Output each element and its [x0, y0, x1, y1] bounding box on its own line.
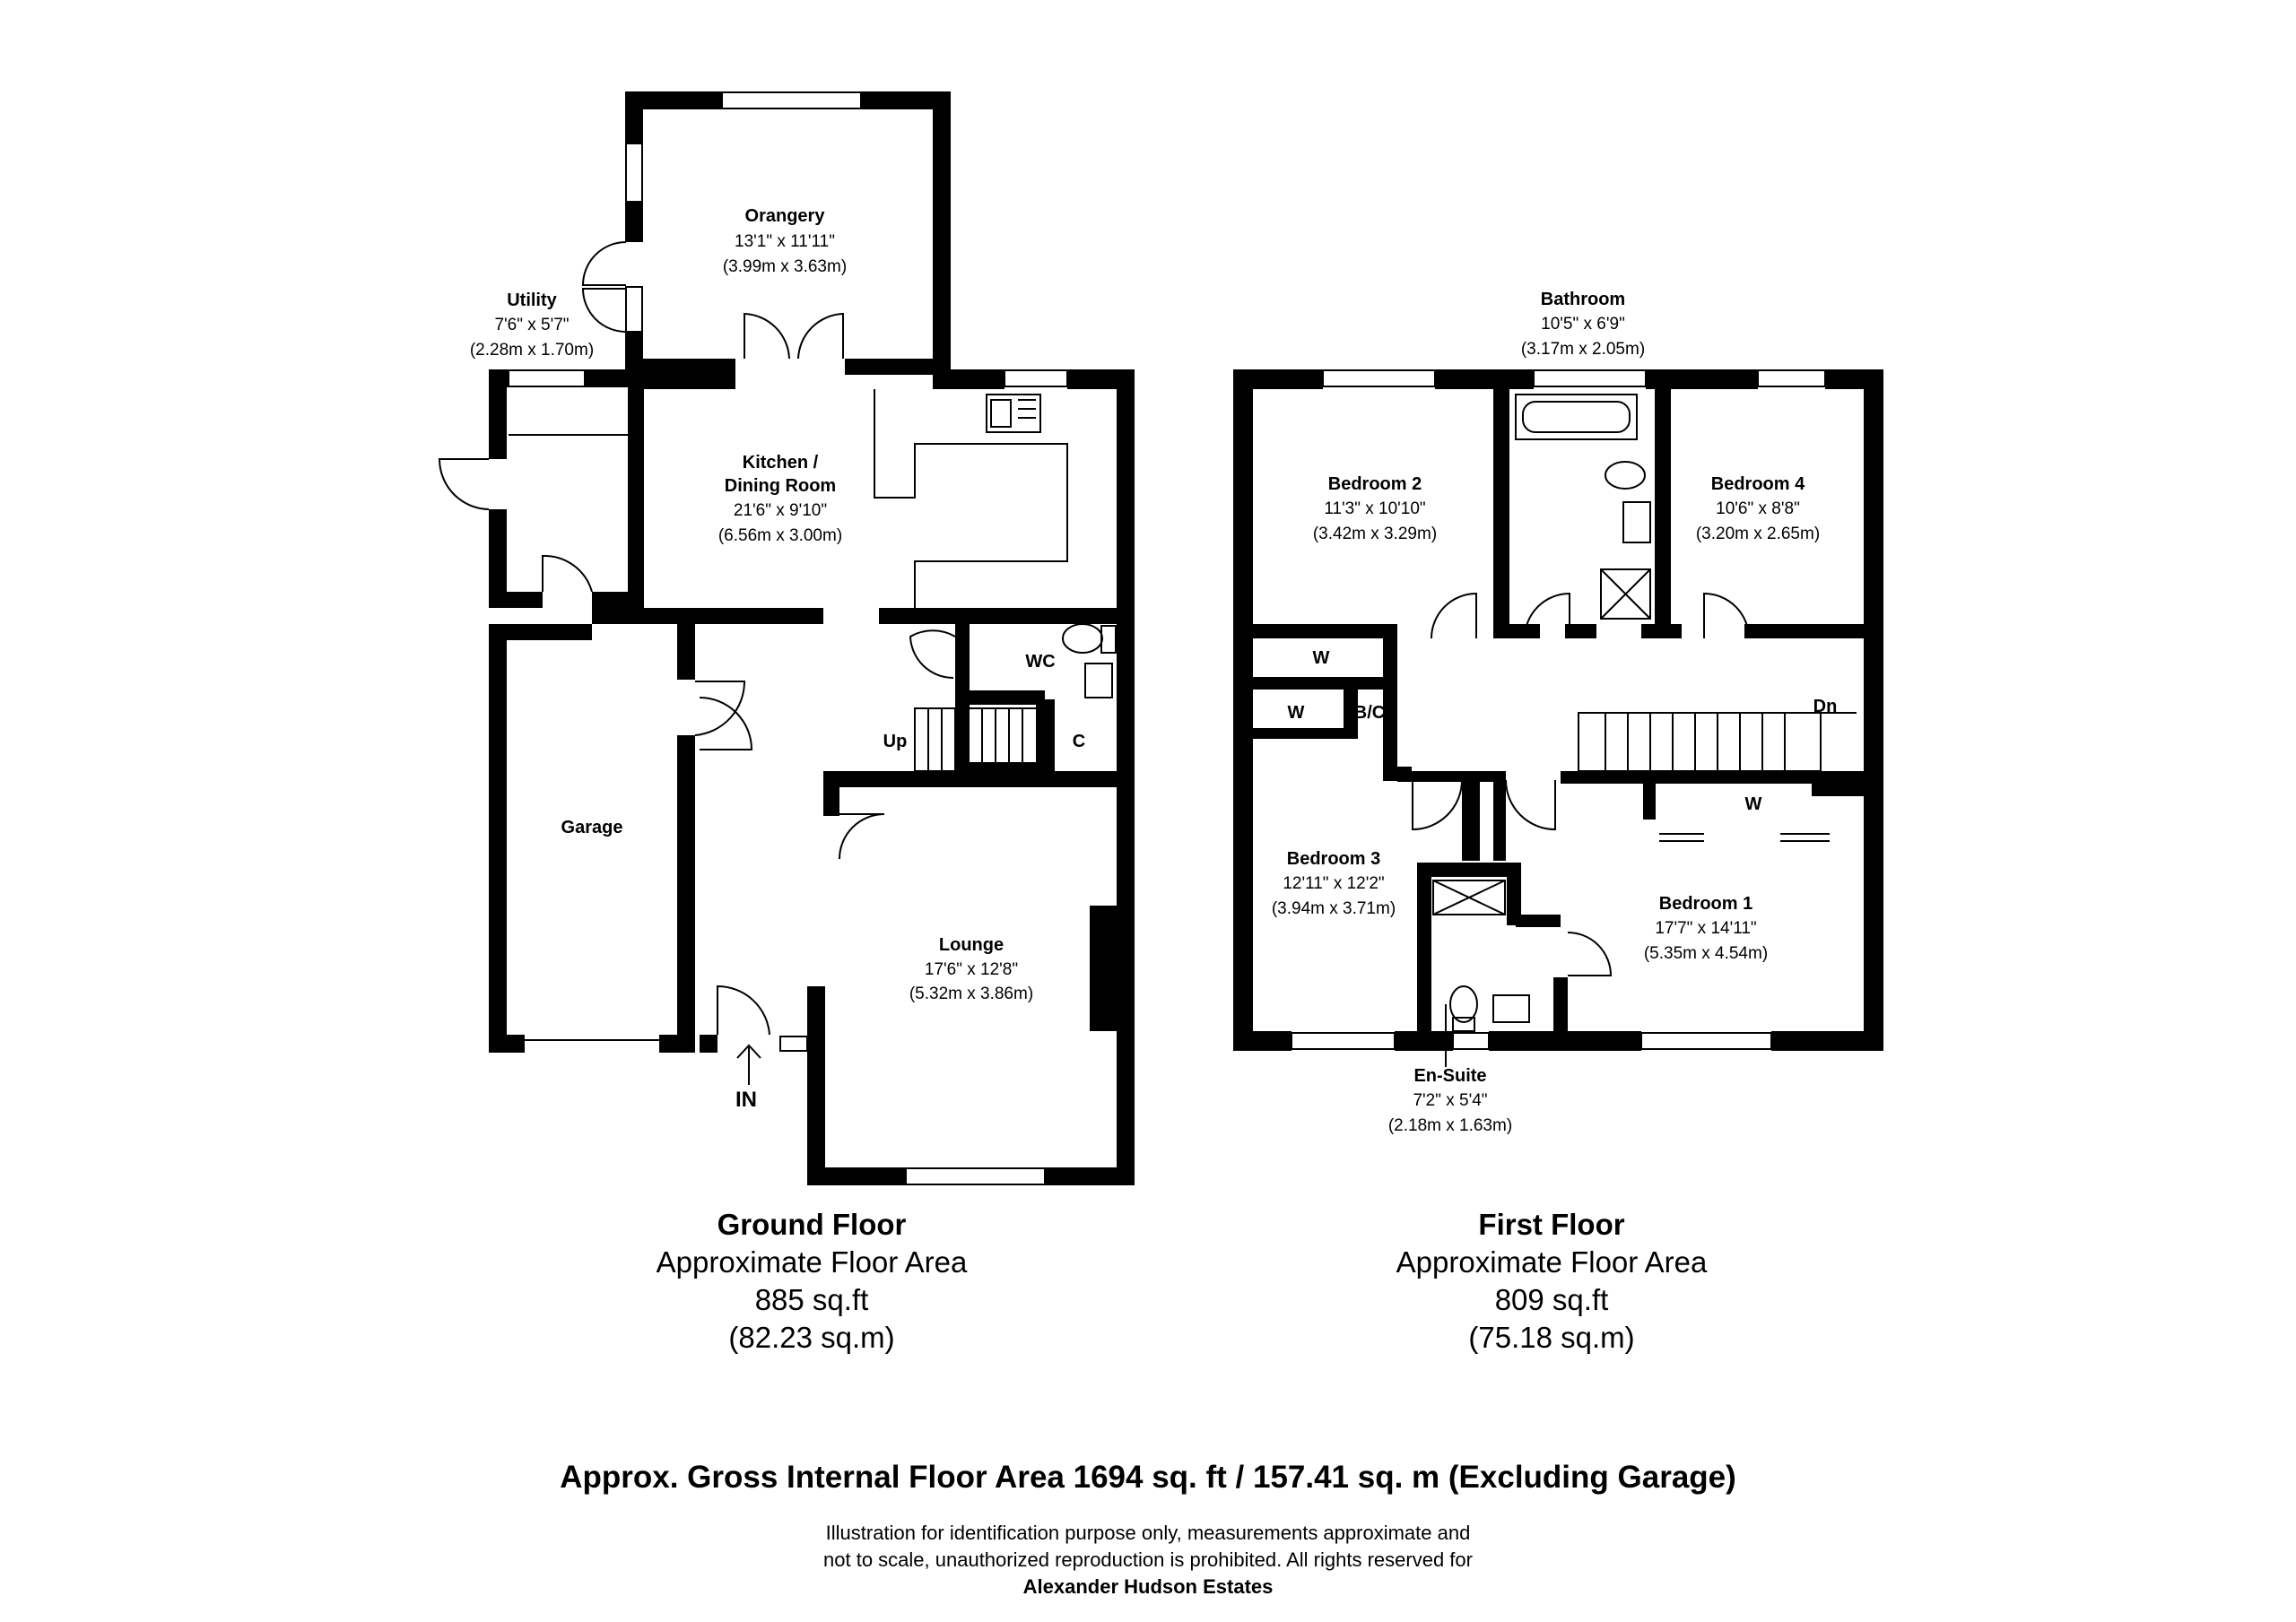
kitchen-name-line2: Dining Room	[725, 476, 836, 496]
kitchen-name-line1: Kitchen /	[743, 453, 819, 473]
stairs-up	[914, 707, 1041, 772]
kitchen-imperial: 21'6" x 9'10"	[734, 501, 827, 520]
first-floor-labels: Bathroom 10'5" x 6'9" (3.17m x 2.05m) Be…	[1272, 290, 1838, 1135]
garage-door	[525, 681, 746, 1041]
wardrobe-bedroom3-label: W	[1288, 703, 1305, 723]
bedroom1-metric: (5.35m x 4.54m)	[1644, 944, 1768, 963]
orangery-windows	[625, 91, 862, 333]
bedroom1-name: Bedroom 1	[1659, 894, 1752, 914]
ground-floor-title: Ground Floor	[717, 1208, 907, 1241]
orangery-metric: (3.99m x 3.63m)	[723, 257, 847, 276]
ground-floor-labels: Orangery 13'1" x 11'11" (3.99m x 3.63m) …	[470, 206, 1085, 1112]
bathroom-metric: (3.17m x 2.05m)	[1521, 340, 1645, 359]
kitchen-window	[1004, 369, 1068, 387]
ground-floor-sqft: 885 sq.ft	[754, 1283, 869, 1316]
entrance-label: IN	[735, 1088, 757, 1112]
disclaimer-line1: Illustration for identification purpose …	[825, 1522, 1471, 1544]
ground-floor-caption: Ground Floor Approximate Floor Area 885 …	[565, 1206, 1058, 1357]
first-floor-internal-walls	[1253, 389, 1864, 1033]
wc-name: WC	[1025, 652, 1055, 672]
bedroom2-imperial: 11'3" x 10'10"	[1324, 499, 1425, 518]
garage-name: Garage	[561, 818, 623, 837]
first-floor-caption: First Floor Approximate Floor Area 809 s…	[1305, 1206, 1798, 1357]
ground-floor-sqm: (82.23 sq.m)	[728, 1321, 895, 1354]
kitchen-metric: (6.56m x 3.00m)	[718, 526, 842, 545]
bathroom-name: Bathroom	[1541, 290, 1625, 309]
stairs-down	[1578, 712, 1857, 772]
bedroom3-imperial: 12'11" x 12'2"	[1283, 874, 1384, 893]
ensuite-imperial: 7'2" x 5'4"	[1413, 1091, 1487, 1110]
orangery-name: Orangery	[745, 206, 826, 226]
first-floor-sqm: (75.18 sq.m)	[1468, 1321, 1635, 1354]
cupboard-name: C	[1073, 732, 1085, 751]
ground-floor-area-label: Approximate Floor Area	[656, 1245, 968, 1279]
first-floor-windows	[1291, 369, 1826, 1050]
entrance-arrow	[736, 1044, 761, 1085]
bedroom1-imperial: 17'7" x 14'11"	[1655, 919, 1756, 938]
hall-walls	[592, 608, 1135, 1185]
bathroom-fittings	[1515, 394, 1651, 620]
garage-walls	[489, 624, 695, 1053]
bedroom4-metric: (3.20m x 2.65m)	[1696, 525, 1820, 543]
first-floor-sqft: 809 sq.ft	[1494, 1283, 1609, 1316]
utility-name: Utility	[507, 291, 557, 310]
ground-floor-plan	[438, 91, 1135, 1185]
boiler-cupboard-label: B/C	[1354, 703, 1385, 723]
fireplace	[1090, 906, 1117, 1031]
lounge-name: Lounge	[939, 935, 1004, 955]
stairs-up-label: Up	[883, 732, 908, 751]
first-floor-title: First Floor	[1478, 1208, 1625, 1241]
bathroom-imperial: 10'5" x 6'9"	[1541, 315, 1625, 334]
kitchen-units	[874, 389, 1068, 608]
wardrobe-bedroom1-label: W	[1745, 794, 1762, 814]
bedroom4-name: Bedroom 4	[1711, 474, 1805, 494]
wardrobe-rails	[1256, 630, 1830, 842]
first-floor-area-label: Approximate Floor Area	[1396, 1245, 1708, 1279]
lounge-metric: (5.32m x 3.86m)	[909, 984, 1033, 1003]
wardrobe-bedroom2-label: W	[1313, 648, 1330, 668]
gross-internal-area: Approx. Gross Internal Floor Area 1694 s…	[560, 1460, 1736, 1495]
stairs-down-label: Dn	[1813, 697, 1838, 716]
wc-fittings	[1062, 623, 1117, 698]
bedroom3-metric: (3.94m x 3.71m)	[1272, 899, 1396, 918]
lounge-imperial: 17'6" x 12'8"	[925, 960, 1018, 979]
first-floor-doors	[1412, 592, 1750, 976]
bedroom3-name: Bedroom 3	[1287, 849, 1380, 869]
ensuite-metric: (2.18m x 1.63m)	[1388, 1116, 1512, 1135]
agent-name: Alexander Hudson Estates	[0, 1574, 2296, 1600]
bedroom2-name: Bedroom 2	[1328, 474, 1422, 494]
first-floor-plan	[1233, 369, 1883, 1067]
orangery-walls	[625, 91, 951, 375]
ensuite-name: En-Suite	[1413, 1066, 1486, 1086]
utility-doors	[438, 458, 593, 593]
disclaimer-line2: not to scale, unauthorized reproduction …	[823, 1548, 1473, 1571]
ensuite-fittings	[1432, 880, 1530, 1032]
hall-doors	[699, 629, 956, 1036]
utility-walls	[489, 369, 644, 608]
lounge-window	[779, 1036, 1046, 1185]
utility-window	[508, 369, 628, 436]
disclaimer: Illustration for identification purpose …	[0, 1520, 2296, 1600]
first-floor-outer-walls	[1233, 369, 1883, 1051]
orangery-doors	[581, 241, 844, 360]
orangery-imperial: 13'1" x 11'11"	[735, 232, 835, 251]
utility-metric: (2.28m x 1.70m)	[470, 341, 594, 360]
utility-imperial: 7'6" x 5'7"	[494, 316, 569, 334]
bedroom4-imperial: 10'6" x 8'8"	[1716, 499, 1800, 518]
agent-name-text: Alexander Hudson Estates	[1022, 1575, 1274, 1598]
bedroom2-metric: (3.42m x 3.29m)	[1313, 525, 1437, 543]
